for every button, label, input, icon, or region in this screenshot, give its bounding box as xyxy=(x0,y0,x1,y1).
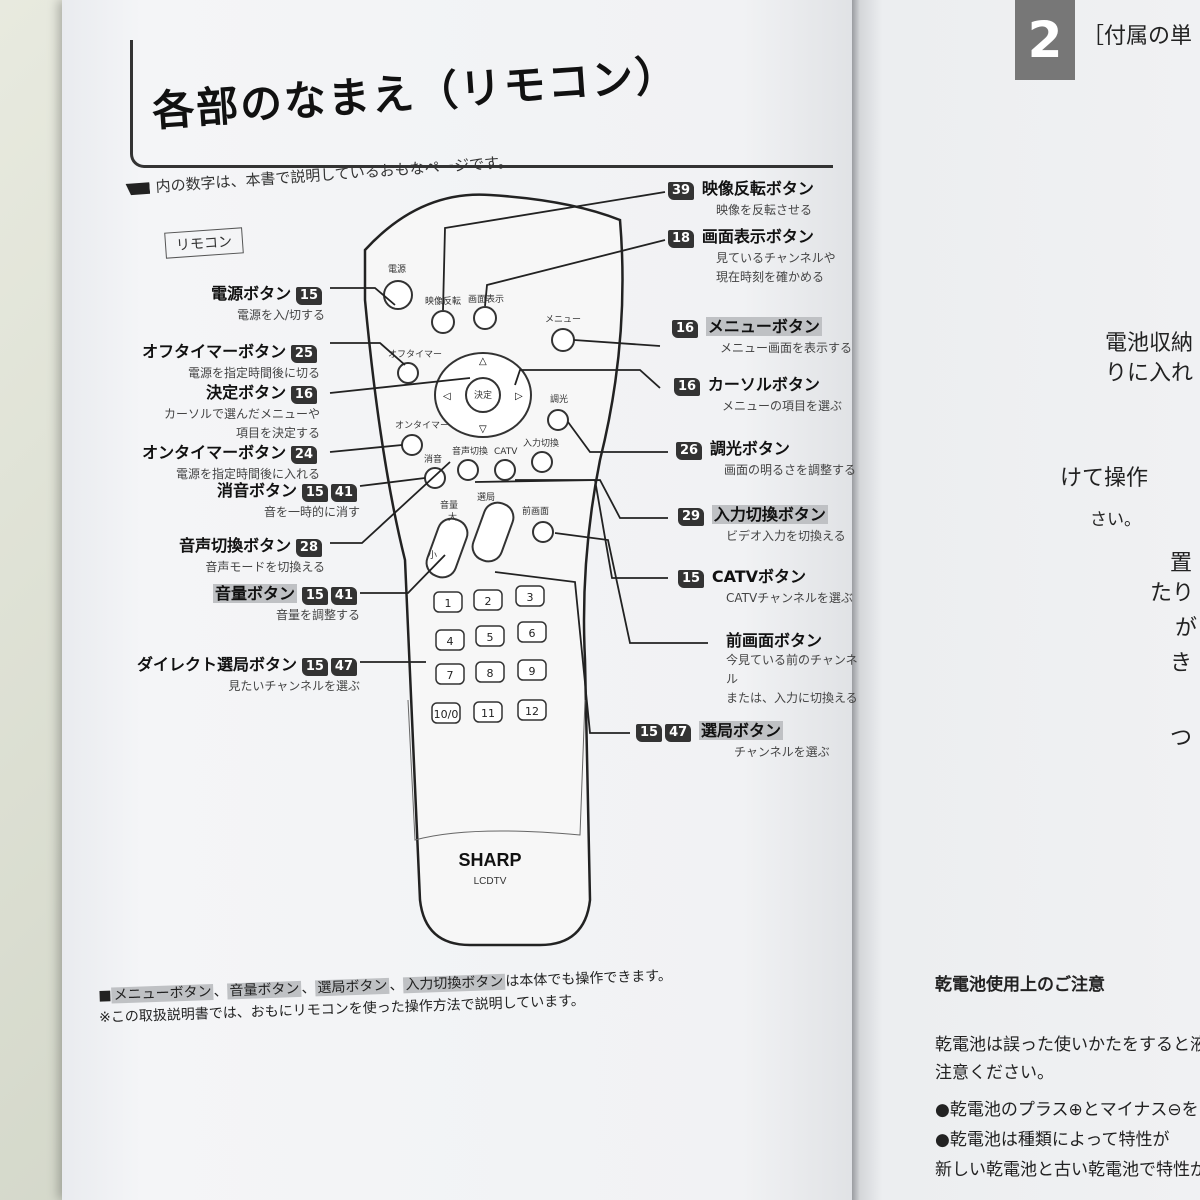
step-number: 2 xyxy=(1015,0,1075,80)
enter-button xyxy=(465,377,501,413)
callout-audio: 音声切換ボタン 28 音声モードを切換える xyxy=(179,536,325,575)
book-spine xyxy=(852,0,860,1200)
prev-button xyxy=(532,521,554,543)
svg-text:選局: 選局 xyxy=(477,492,495,503)
callout-on-timer: オンタイマーボタン 24 電源を指定時間後に入れる xyxy=(142,443,320,482)
svg-text:12: 12 xyxy=(525,705,539,718)
svg-text:7: 7 xyxy=(447,669,454,682)
caution-line-2: 注意ください。 xyxy=(935,1063,1054,1083)
svg-text:大: 大 xyxy=(448,511,457,523)
callout-flip: 39 映像反転ボタン 映像を反転させる xyxy=(668,180,858,219)
power-button xyxy=(383,280,413,310)
svg-text:2: 2 xyxy=(485,595,492,608)
callout-catv: 15 CATVボタン CATVチャンネルを選ぶ xyxy=(678,568,863,607)
title-frame xyxy=(130,40,833,168)
svg-text:オンタイマー: オンタイマー xyxy=(395,420,449,431)
audio-button xyxy=(457,459,479,481)
svg-text:前画面: 前画面 xyxy=(522,505,549,517)
remote-bottom-band xyxy=(407,699,586,841)
svg-text:1: 1 xyxy=(445,597,452,610)
right-line-6: つ xyxy=(1170,726,1193,751)
caution-line-5: 新しい乾電池と古い乾電池で特性が異な xyxy=(935,1160,1200,1180)
svg-text:4: 4 xyxy=(447,635,454,648)
display-button xyxy=(473,306,497,330)
svg-text:5: 5 xyxy=(487,631,494,644)
svg-text:9: 9 xyxy=(529,665,536,678)
cursor-right-icon: ▷ xyxy=(515,391,523,402)
input-button xyxy=(531,451,553,473)
right-line-2: 置 xyxy=(1170,551,1193,576)
callout-input: 29 入力切換ボタン ビデオ入力を切換える xyxy=(678,505,863,545)
callout-display: 18 画面表示ボタン 見ているチャンネルや 現在時刻を確かめる xyxy=(668,228,858,286)
flip-button xyxy=(431,310,455,334)
cursor-left-icon: ◁ xyxy=(443,391,451,402)
right-line-4: が xyxy=(1175,616,1198,641)
caution-line-1: 乾電池は誤った使いかたをすると液 xyxy=(935,1035,1200,1055)
right-line-5: き xyxy=(1170,651,1193,676)
step-heading: ［付属の単 xyxy=(1082,24,1193,49)
svg-text:6: 6 xyxy=(529,627,536,640)
footnote-bullet: ■ xyxy=(98,987,112,1004)
callout-menu: 16 メニューボタン メニュー画面を表示する xyxy=(672,317,862,357)
callout-prev: 前画面ボタン 今見ている前のチャンネル または、入力に切換える xyxy=(726,631,858,706)
keypad xyxy=(431,585,547,724)
caution-line-3: ●乾電池のプラス⊕とマイナス⊖を xyxy=(935,1100,1199,1120)
svg-text:電源: 電源 xyxy=(388,264,406,275)
callout-off-timer: オフタイマーボタン 25 電源を指定時間後に切る xyxy=(142,342,320,381)
callout-cursor: 16 カーソルボタン メニューの項目を選ぶ xyxy=(674,376,864,415)
svg-text:メニュー: メニュー xyxy=(545,315,581,325)
cursor-up-icon: △ xyxy=(479,356,487,367)
callout-lines xyxy=(329,191,708,734)
svg-text:決定: 決定 xyxy=(474,389,492,401)
svg-text:8: 8 xyxy=(487,667,494,680)
svg-text:オフタイマー: オフタイマー xyxy=(388,349,442,360)
caution-line-4: ●乾電池は種類によって特性が xyxy=(935,1130,1170,1150)
remote-brand: SHARP xyxy=(458,850,521,870)
off-timer-button xyxy=(397,362,419,384)
callout-dimmer: 26 調光ボタン 画面の明るさを調整する xyxy=(676,440,866,479)
menu-button xyxy=(551,328,575,352)
right-line-3: たり xyxy=(1150,581,1195,606)
mute-button xyxy=(424,467,446,489)
callout-enter: 決定ボタン 16 カーソルで選んだメニューや 項目を決定する xyxy=(163,383,320,441)
svg-text:3: 3 xyxy=(527,591,534,604)
channel-rocker xyxy=(471,501,515,563)
right-caption-1b: りに入れ xyxy=(1105,361,1194,386)
svg-text:小: 小 xyxy=(428,550,437,561)
svg-text:音量: 音量 xyxy=(440,499,458,511)
right-instruction: けて操作 xyxy=(1060,466,1149,491)
callout-power: 電源ボタン 15 電源を入/切する xyxy=(211,284,325,323)
caution-title: 乾電池使用上のご注意 xyxy=(935,975,1105,995)
svg-text:調光: 調光 xyxy=(550,393,568,405)
cursor-down-icon: ▽ xyxy=(479,424,487,435)
svg-text:CATV: CATV xyxy=(494,447,518,457)
right-line-1: さい。 xyxy=(1090,510,1141,530)
svg-text:入力切換: 入力切換 xyxy=(523,437,559,449)
right-page xyxy=(855,0,1200,1200)
svg-text:11: 11 xyxy=(481,707,495,720)
dimmer-button xyxy=(547,409,569,431)
catv-button xyxy=(494,459,516,481)
right-caption-1: 電池収納 xyxy=(1105,331,1194,356)
svg-text:10/0: 10/0 xyxy=(434,708,459,721)
svg-text:音声切換: 音声切換 xyxy=(452,445,488,457)
svg-text:消音: 消音 xyxy=(424,453,442,465)
on-timer-button xyxy=(401,434,423,456)
remote-model: LCDTV xyxy=(474,876,507,887)
